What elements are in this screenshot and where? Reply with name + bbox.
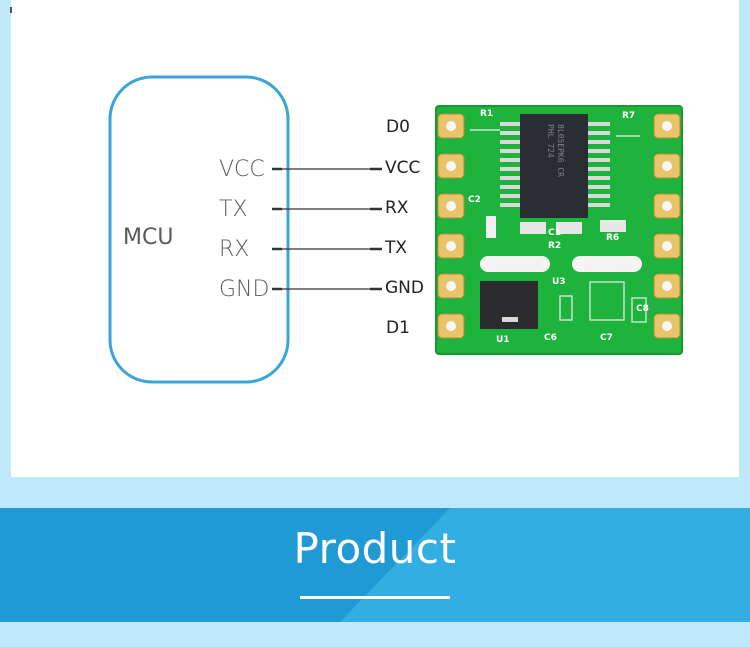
module-pin-d0: D0 xyxy=(386,117,410,137)
svg-text:R7: R7 xyxy=(622,111,635,121)
module-pin-gnd: GND xyxy=(385,278,424,298)
svg-text:U3: U3 xyxy=(552,277,566,287)
svg-text:C6: C6 xyxy=(544,333,557,343)
mcu-pin-tx: TX xyxy=(219,197,248,222)
svg-text:C8: C8 xyxy=(636,304,649,314)
svg-text:C2: C2 xyxy=(468,195,481,205)
module-pin-rx: RX xyxy=(385,198,409,218)
product-banner xyxy=(0,508,750,622)
wiring-diagram: 8L05EPK6 CR PHL 724 C1 R2 xyxy=(108,75,683,384)
svg-text:C7: C7 xyxy=(600,333,613,343)
mcu-box xyxy=(108,75,290,384)
module-pin-d1: D1 xyxy=(386,318,410,338)
mcu-pin-vcc: VCC xyxy=(219,157,265,182)
mcu-pin-gnd: GND xyxy=(219,277,270,302)
module-pin-tx: TX xyxy=(385,238,408,258)
svg-text:PHL 724: PHL 724 xyxy=(546,124,555,158)
mcu-title: MCU xyxy=(123,225,174,250)
svg-text:R2: R2 xyxy=(548,241,561,251)
wires xyxy=(272,167,382,291)
banner-stripe xyxy=(0,508,750,622)
svg-text:U1: U1 xyxy=(496,335,510,345)
banner-title: Product xyxy=(293,524,457,573)
banner-underline xyxy=(300,596,450,599)
corner-mark xyxy=(10,7,12,13)
mcu-pin-rx: RX xyxy=(219,237,250,262)
svg-text:8L05EPK6 CR: 8L05EPK6 CR xyxy=(556,124,565,177)
svg-text:R6: R6 xyxy=(606,233,619,243)
svg-text:R1: R1 xyxy=(480,109,493,119)
pcb-module-image: 8L05EPK6 CR PHL 724 C1 R2 xyxy=(435,105,683,355)
module-pin-vcc: VCC xyxy=(385,158,421,178)
svg-text:C1: C1 xyxy=(548,228,561,238)
